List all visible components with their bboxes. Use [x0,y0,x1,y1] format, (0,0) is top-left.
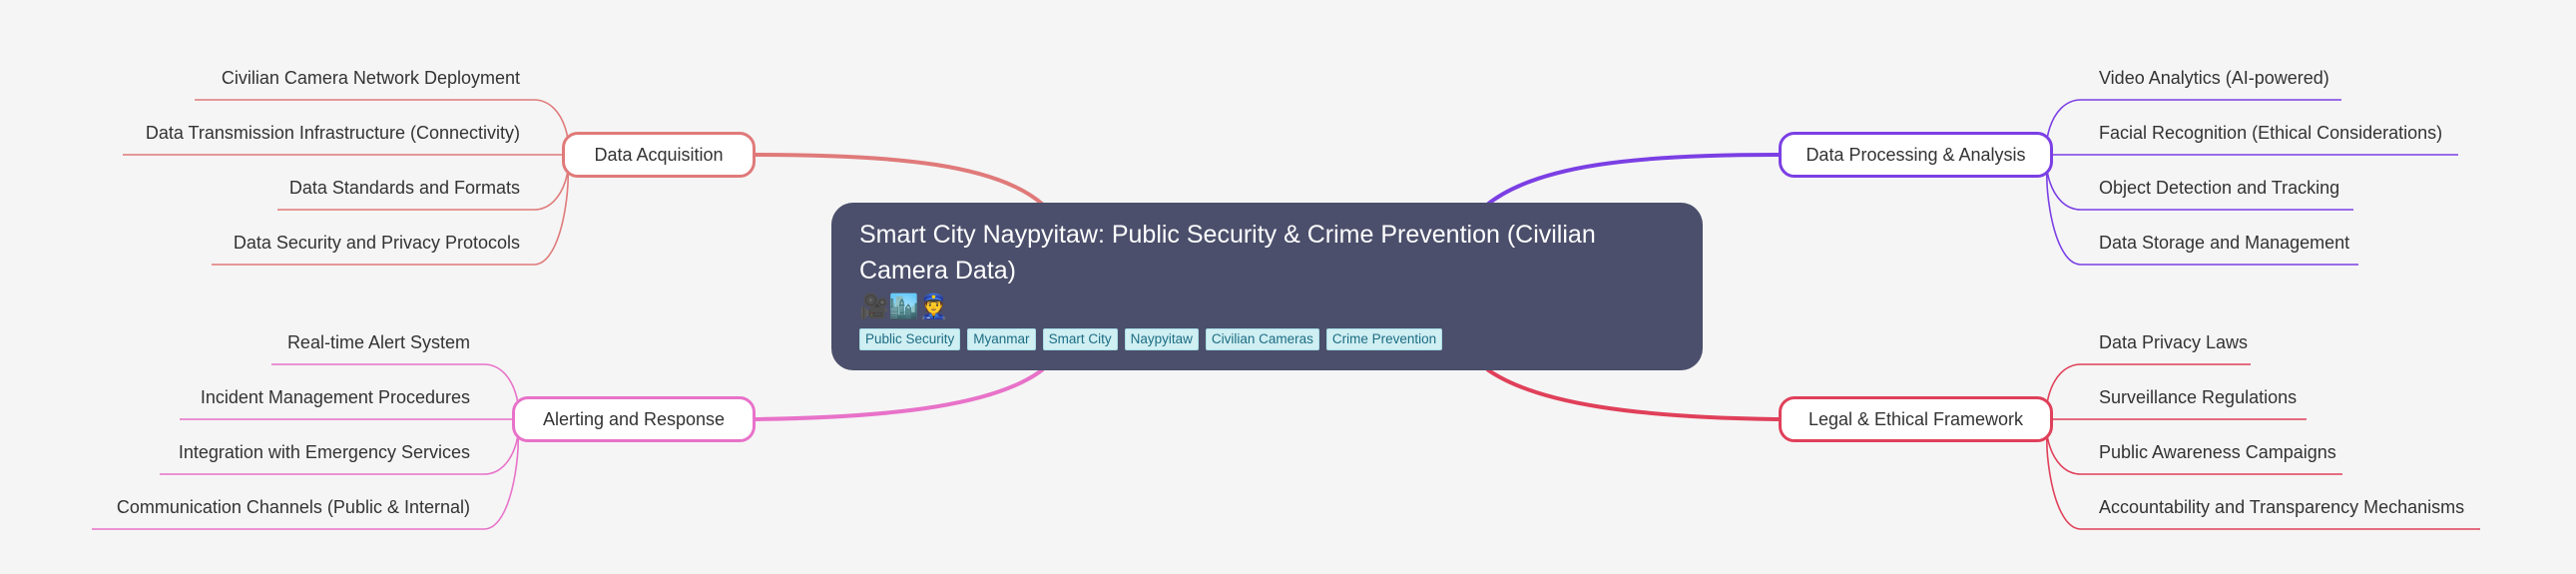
leaf-data-privacy-laws[interactable]: Data Privacy Laws [2099,332,2249,352]
connector-root-legal-ethical [1485,367,1780,421]
root-title: Smart City Naypyitaw: Public Security & … [859,221,1596,285]
branch-data-acquisition[interactable]: Data Acquisition [562,132,756,178]
connector-root-alerting-response [755,367,1045,421]
leaf-accountability-transparency[interactable]: Accountability and Transparency Mechanis… [2099,497,2465,517]
leaf-incident-management[interactable]: Incident Management Procedures [200,387,470,407]
connector-root-data-processing [1485,153,1780,207]
tag-myanmar: Myanmar [967,328,1036,350]
leaf-data-storage[interactable]: Data Storage and Management [2099,233,2350,253]
leaf-data-standards[interactable]: Data Standards and Formats [288,178,520,198]
tag-civilian-cameras: Civilian Cameras [1205,328,1319,350]
leaf-data-transmission[interactable]: Data Transmission Infrastructure (Connec… [145,123,520,143]
tag-public-security: Public Security [859,328,961,350]
root-tags: Public Security Myanmar Smart City Naypy… [859,328,1675,350]
leaf-facial-recognition[interactable]: Facial Recognition (Ethical Consideratio… [2099,123,2443,143]
root-node[interactable]: Smart City Naypyitaw: Public Security & … [831,203,1703,370]
root-emoji-icons: 🎥🏙️👮 [859,293,949,320]
leaf-public-awareness[interactable]: Public Awareness Campaigns [2099,442,2336,462]
leaf-surveillance-regulations[interactable]: Surveillance Regulations [2099,387,2298,407]
tag-crime-prevention: Crime Prevention [1325,328,1443,350]
branch-alerting-and-response[interactable]: Alerting and Response [512,396,756,442]
branch-data-processing-analysis[interactable]: Data Processing & Analysis [1779,132,2053,178]
branch-legal-ethical-framework[interactable]: Legal & Ethical Framework [1779,396,2053,442]
leaf-emergency-services[interactable]: Integration with Emergency Services [178,442,470,462]
leaf-civilian-camera-network[interactable]: Civilian Camera Network Deployment [221,68,520,88]
leaf-communication-channels[interactable]: Communication Channels (Public & Interna… [116,497,470,517]
connector-root-data-acquisition [755,153,1045,207]
leaf-realtime-alert[interactable]: Real-time Alert System [286,332,470,352]
leaf-object-detection[interactable]: Object Detection and Tracking [2099,178,2340,198]
tag-naypyitaw: Naypyitaw [1124,328,1199,350]
tag-smart-city: Smart City [1042,328,1118,350]
leaf-data-security-privacy[interactable]: Data Security and Privacy Protocols [233,233,520,253]
leaf-video-analytics[interactable]: Video Analytics (AI-powered) [2099,68,2329,88]
